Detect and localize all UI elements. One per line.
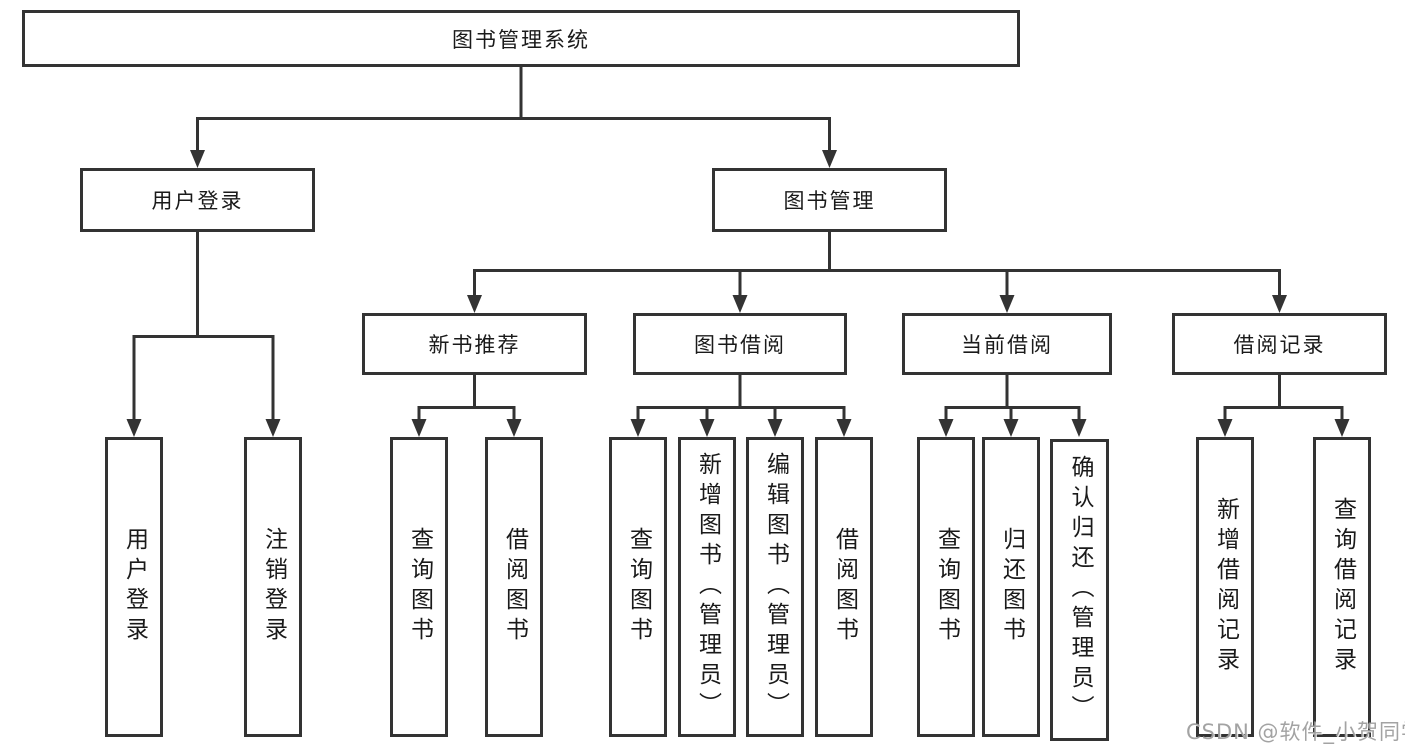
node-label: 图书管理系统 — [452, 27, 590, 52]
node-label: 借阅记录 — [1233, 333, 1326, 357]
node-label: 图书借阅 — [694, 333, 786, 357]
csdn-watermark: CSDN @软件_小贺同学 — [1186, 720, 1405, 744]
node-book-management: 图书管理 — [712, 168, 947, 232]
leaf-label: 借阅图书 — [501, 527, 528, 647]
leaf-label: 借阅图书 — [831, 527, 858, 647]
leaf-add-book-admin: 新增图书（管理员） — [678, 437, 736, 737]
leaf-user-login: 用户登录 — [105, 437, 163, 737]
leaf-query-books-recommend: 查询图书 — [390, 437, 448, 737]
leaf-confirm-return-admin: 确认归还（管理员） — [1050, 439, 1109, 741]
leaf-label: 编辑图书（管理员） — [762, 452, 789, 722]
leaf-edit-book-admin: 编辑图书（管理员） — [746, 437, 804, 737]
node-book-borrow: 图书借阅 — [633, 313, 847, 375]
node-library-management-system: 图书管理系统 — [22, 10, 1020, 67]
leaf-label: 确认归还（管理员） — [1067, 455, 1093, 725]
leaf-return-book: 归还图书 — [982, 437, 1040, 737]
leaf-label: 查询图书 — [933, 527, 960, 647]
leaf-logout: 注销登录 — [244, 437, 302, 737]
node-label: 当前借阅 — [961, 333, 1053, 357]
node-label: 新书推荐 — [428, 333, 521, 357]
leaf-label: 查询图书 — [406, 527, 433, 647]
node-user-login: 用户登录 — [80, 168, 315, 232]
leaf-add-borrow-record: 新增借阅记录 — [1196, 437, 1254, 737]
leaf-label: 归还图书 — [998, 527, 1025, 647]
leaf-borrow-books-recommend: 借阅图书 — [485, 437, 543, 737]
node-label: 用户登录 — [151, 189, 244, 213]
leaf-label: 用户登录 — [121, 527, 148, 647]
node-current-borrow: 当前借阅 — [902, 313, 1112, 375]
node-label: 图书管理 — [783, 189, 876, 213]
leaf-label: 新增借阅记录 — [1212, 497, 1239, 677]
leaf-label: 查询借阅记录 — [1329, 497, 1356, 677]
leaf-label: 注销登录 — [260, 527, 287, 647]
leaf-query-books-current: 查询图书 — [917, 437, 975, 737]
leaf-label: 查询图书 — [625, 527, 652, 647]
leaf-borrow-books: 借阅图书 — [815, 437, 873, 737]
node-new-book-recommend: 新书推荐 — [362, 313, 587, 375]
leaf-query-borrow-record: 查询借阅记录 — [1313, 437, 1371, 737]
leaf-label: 新增图书（管理员） — [694, 452, 721, 722]
leaf-query-books-borrow: 查询图书 — [609, 437, 667, 737]
node-borrow-records: 借阅记录 — [1172, 313, 1387, 375]
